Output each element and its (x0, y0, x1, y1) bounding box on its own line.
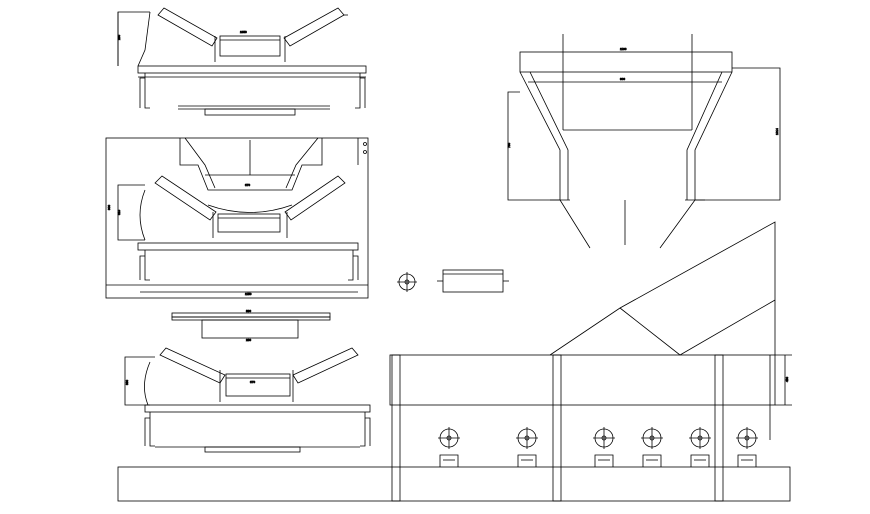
top-idler-width-dim: 1650 (240, 30, 247, 34)
mid-frame-width-dim: 1150 (245, 292, 252, 296)
return-idler-1 (438, 427, 460, 467)
bottom-idler-center-dim: 370 (250, 380, 255, 384)
top-troughing-idler: 260 1650 (117, 7, 367, 116)
bottom-center-roller (225, 373, 291, 397)
top-frame-beam (137, 65, 367, 74)
base-beam (117, 466, 791, 502)
hopper-side-dim: 760 (507, 143, 511, 148)
return-idler-6 (736, 427, 758, 467)
mid-idler-height-dim: 310 (117, 210, 121, 215)
plate-length-dim: 890 (246, 309, 251, 313)
hopper-inner-width-dim: 900 (620, 77, 625, 81)
bottom-frame-beam (144, 404, 371, 413)
mid-frame-height-dim: 900 (107, 205, 111, 210)
top-left-roller (157, 7, 218, 47)
post-3 (714, 354, 724, 502)
skirt-box (389, 354, 776, 406)
mid-idler-center-dim: 370 (245, 183, 250, 187)
mid-center-roller (217, 213, 281, 233)
bottom-idler-height-dim: 360 (125, 380, 129, 385)
post-1 (391, 354, 401, 502)
hopper-top-flange (519, 51, 733, 73)
hopper-top-width-dim: 1100 (620, 47, 627, 51)
bottom-troughing-idler: 360 370 (124, 347, 371, 453)
middle-idler-frame: 900 310 370 1150 (105, 137, 369, 299)
mid-frame-beam (137, 242, 359, 251)
top-right-roller (283, 7, 345, 47)
conveyor-elevation: 480 (117, 221, 792, 502)
roller-detail (397, 269, 509, 293)
return-idler-3 (593, 427, 615, 467)
mid-outer-frame (105, 137, 369, 299)
post-2 (552, 354, 562, 502)
top-center-roller (219, 35, 281, 57)
plate-width-dim: 280 (246, 338, 251, 342)
return-idler-2 (516, 427, 538, 467)
chute-height-dim: 480 (785, 377, 789, 382)
bottom-left-roller (159, 347, 226, 384)
return-idler-5 (689, 427, 711, 467)
base-plate: 890 280 (171, 309, 331, 342)
top-idler-height-dim: 260 (117, 35, 121, 40)
mid-right-roller (284, 175, 346, 221)
hopper-section: 1100 900 1014 760 (507, 34, 781, 249)
mid-left-roller (154, 175, 217, 221)
hopper-height-dim: 1014 (775, 128, 779, 135)
return-idler-4 (641, 427, 663, 467)
bottom-right-roller (292, 347, 359, 384)
roller-side-view (442, 269, 504, 293)
